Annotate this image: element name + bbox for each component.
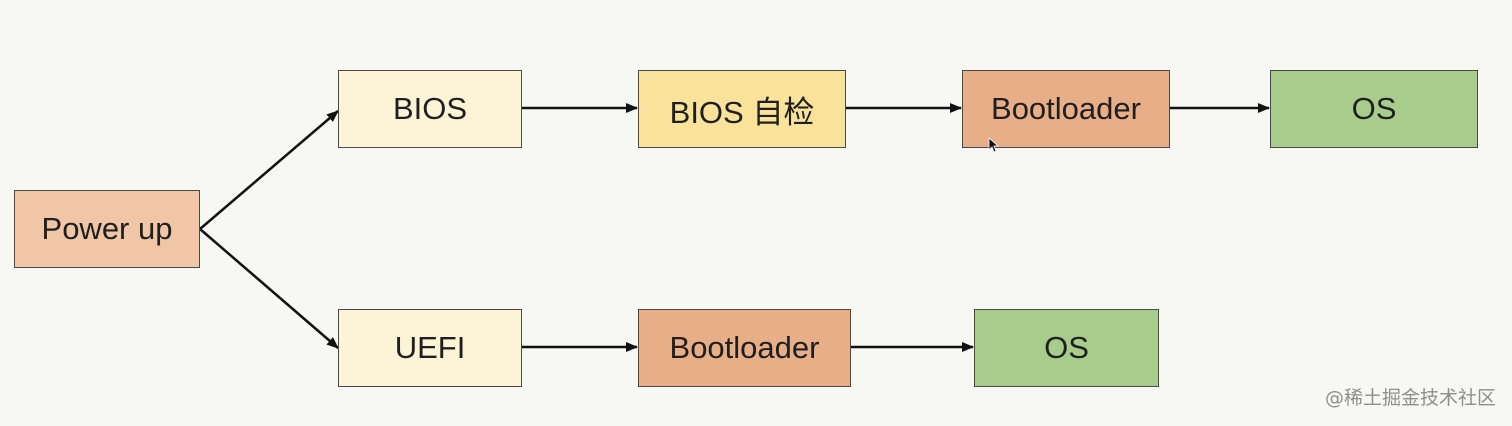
node-uefi: UEFI xyxy=(338,309,522,387)
node-bios-label: BIOS xyxy=(392,91,468,126)
node-power-up: Power up xyxy=(14,190,200,268)
node-bios: BIOS xyxy=(338,70,522,148)
edge-power-up-to-uefi xyxy=(199,228,339,349)
node-os-bottom-label: OS xyxy=(1044,330,1089,365)
mouse-pointer-icon xyxy=(988,137,1000,153)
node-bios-post-label: BIOS 自检 xyxy=(669,94,815,130)
node-bootloader-top-label: Bootloader xyxy=(991,91,1141,126)
node-bootloader-bottom-label: Bootloader xyxy=(669,330,820,365)
watermark: @稀土掘金技术社区 xyxy=(1324,387,1496,409)
edge-power-up-to-bios xyxy=(199,110,339,230)
node-bios-post: BIOS 自检 xyxy=(638,70,846,148)
node-os-top: OS xyxy=(1270,70,1478,148)
node-os-bottom: OS xyxy=(974,309,1159,387)
node-uefi-label: UEFI xyxy=(394,330,466,365)
node-bootloader-bottom: Bootloader xyxy=(638,309,851,387)
node-os-top-label: OS xyxy=(1351,91,1397,126)
node-bootloader-top: Bootloader xyxy=(962,70,1170,148)
node-power-up-label: Power up xyxy=(41,211,173,246)
